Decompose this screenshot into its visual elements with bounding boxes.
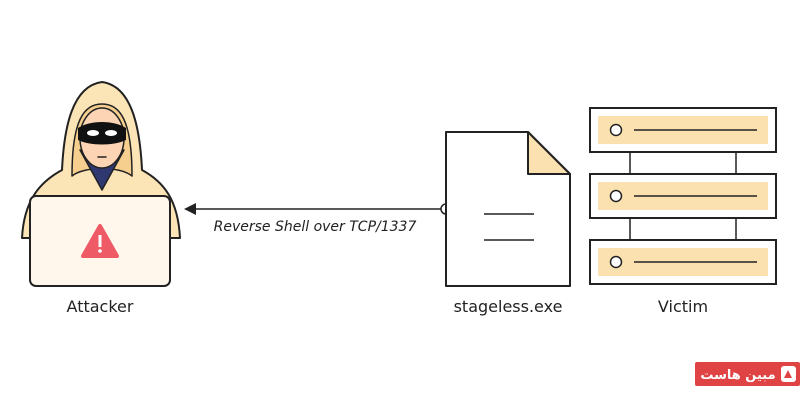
- brand-logo-text: مبین هاست: [700, 368, 775, 383]
- attacker-label: Attacker: [67, 297, 134, 316]
- payload-label: stageless.exe: [454, 297, 563, 316]
- reverse-shell-arrow: [184, 203, 452, 215]
- mask-icon: [78, 122, 126, 145]
- server-rack-icon: [589, 107, 777, 285]
- victim-label: Victim: [658, 297, 708, 316]
- brand-logo: مبین هاست: [695, 362, 800, 386]
- arrow-label: Reverse Shell over TCP/1337: [214, 219, 417, 235]
- attacker-figure: [21, 81, 181, 287]
- file-icon: [445, 131, 571, 287]
- arrowhead-icon: [184, 203, 196, 215]
